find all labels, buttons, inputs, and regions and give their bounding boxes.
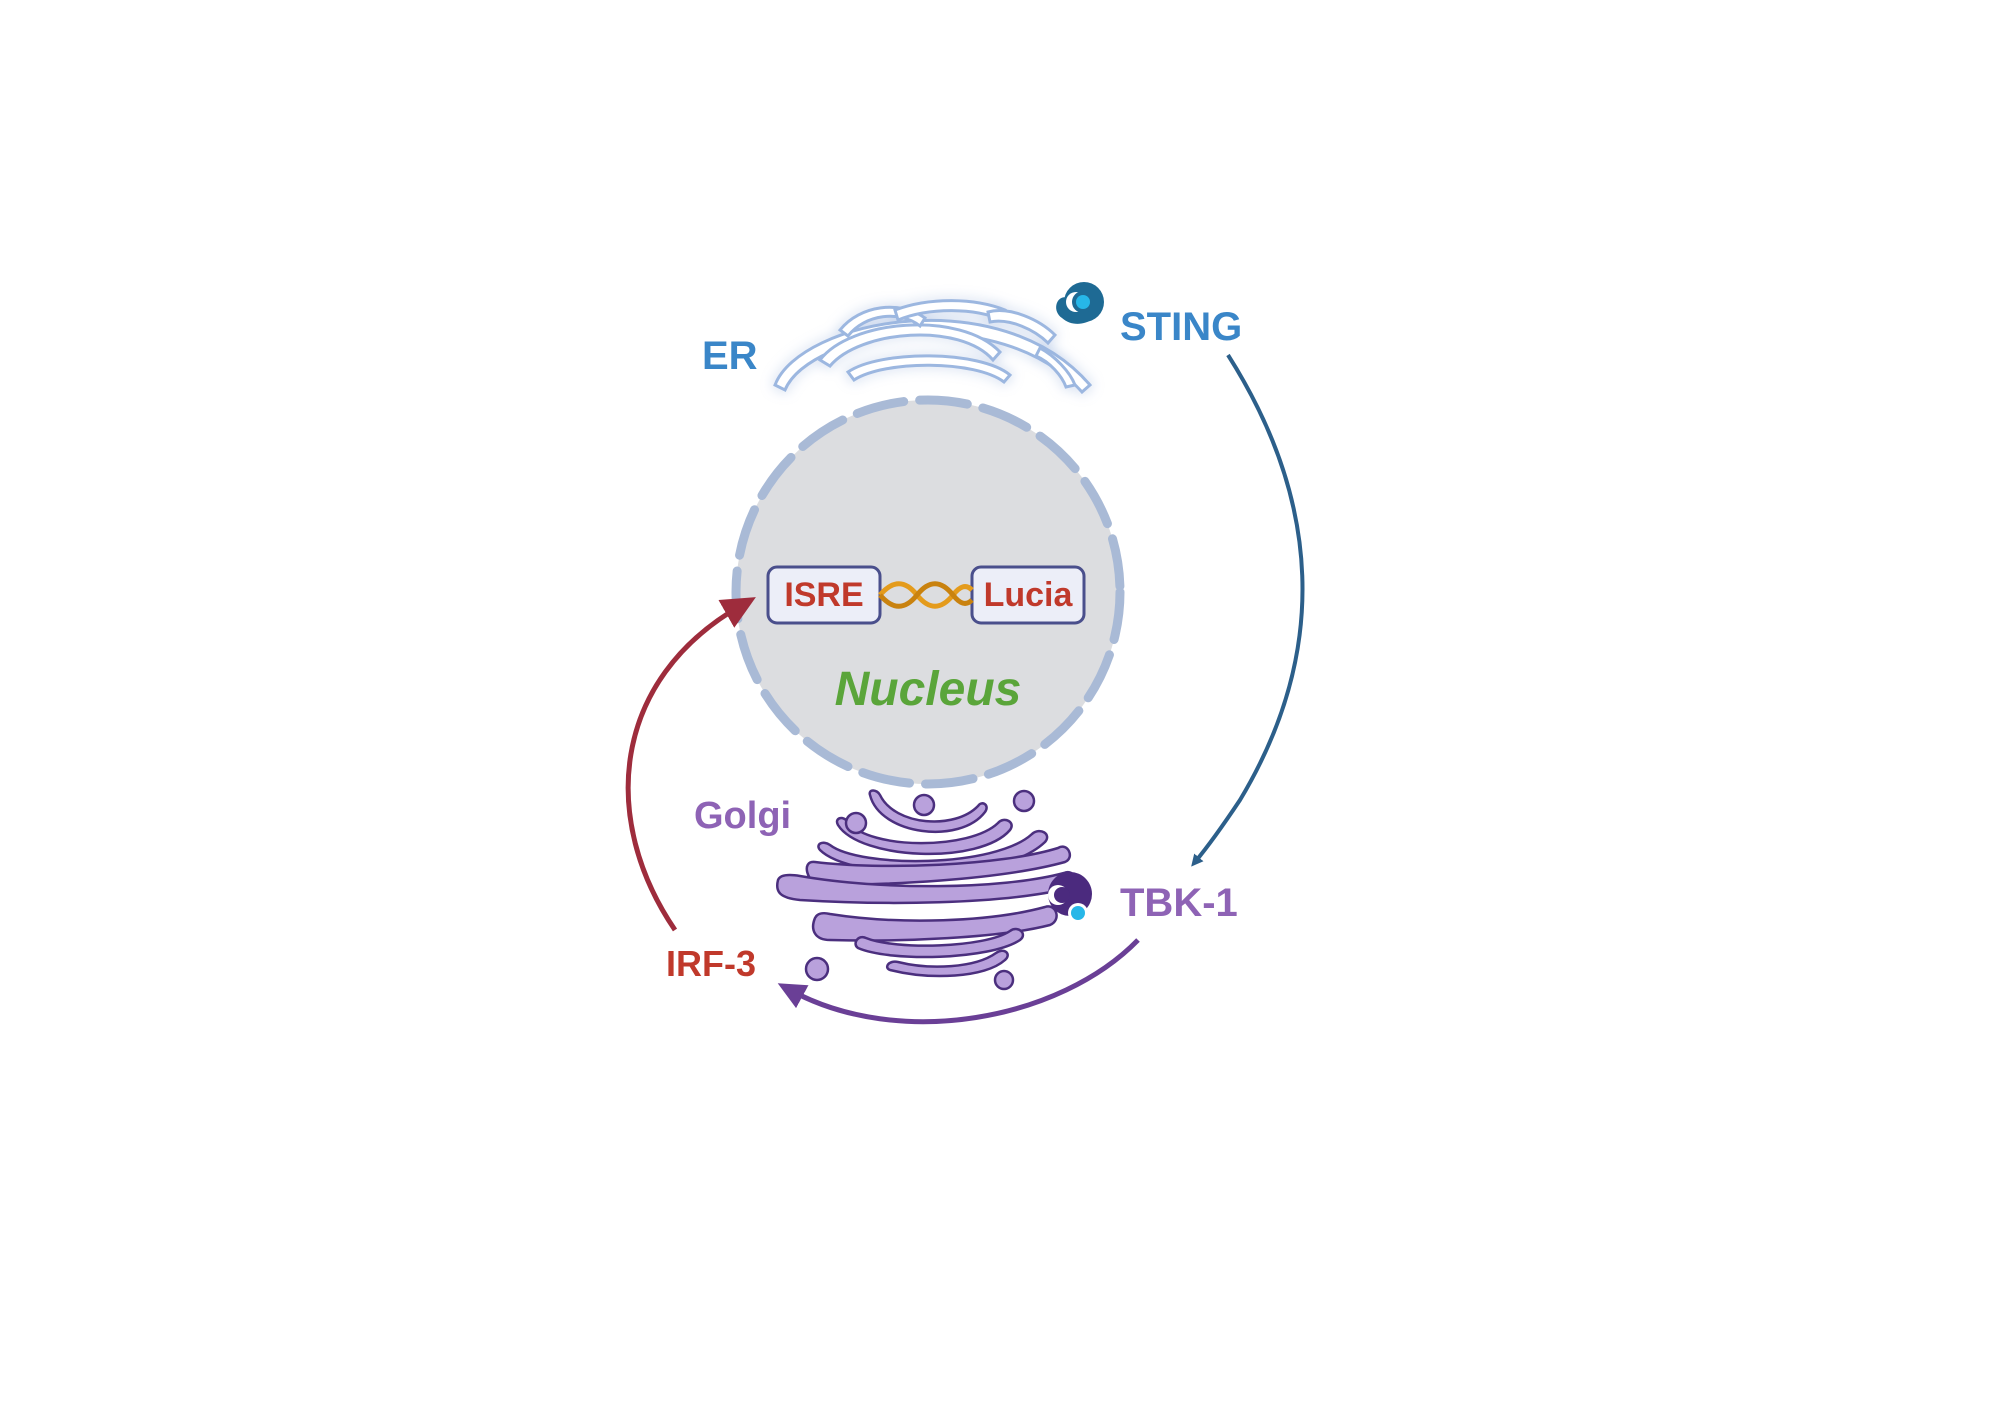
sting-phospho-icon	[1072, 291, 1094, 313]
dna-helix	[878, 581, 974, 609]
sting-to-tbk1-arrow	[1191, 353, 1305, 867]
lucia-box	[970, 565, 1086, 625]
reporter-construct: ISRE Lucia	[766, 565, 1086, 625]
er-label: ER	[702, 334, 758, 378]
er-organelle	[773, 299, 1093, 395]
golgi-label: Golgi	[694, 795, 791, 837]
nucleus-organelle	[731, 395, 1125, 789]
irf3-to-isre-arrow	[625, 597, 756, 932]
tbk1-label: TBK-1	[1120, 881, 1238, 925]
irf3-label: IRF-3	[666, 943, 756, 984]
lucia-label: Lucia	[984, 576, 1074, 614]
isre-label: ISRE	[784, 576, 863, 614]
sting-label: STING	[1120, 305, 1242, 349]
golgi-organelle	[776, 789, 1077, 991]
nucleus-label: Nucleus	[835, 663, 1022, 716]
tbk1-to-irf3-arrow	[777, 938, 1140, 1025]
tbk1-phospho-icon	[1068, 903, 1088, 923]
